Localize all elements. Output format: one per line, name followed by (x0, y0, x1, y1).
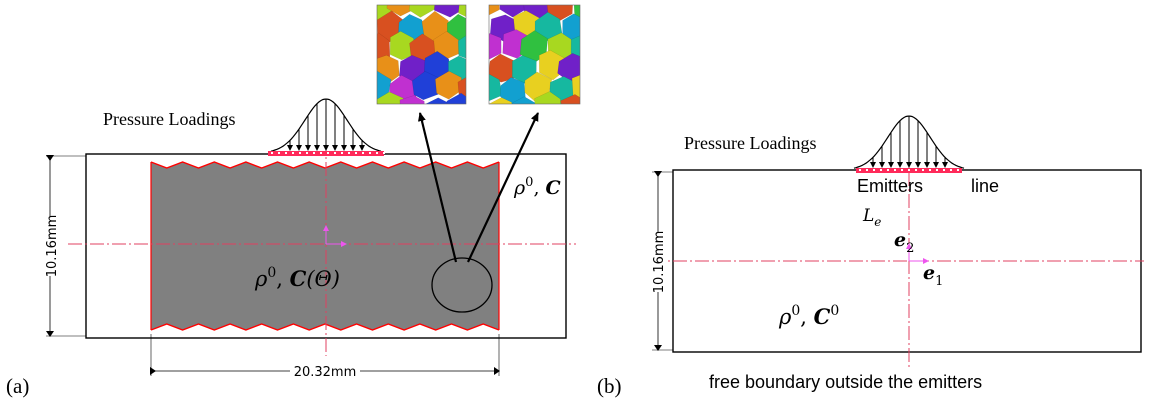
pressure-loadings-label: Pressure Loadings (103, 109, 235, 129)
pointer-arrow-right (467, 112, 539, 263)
free-boundary-caption: free boundary outside the emitters (709, 372, 982, 392)
grain-cell (582, 9, 612, 38)
emitter-dot (943, 169, 945, 171)
jagged-top-edge (150, 161, 500, 169)
grain-cell (573, 5, 580, 19)
height-dimension-label: 10.16mm (45, 215, 60, 278)
emitter-dot (292, 152, 294, 154)
outer-material-label: ρ0, C (513, 175, 561, 199)
emitter-dot (950, 169, 952, 171)
grain-cell (583, 50, 611, 80)
grain-cell (571, 74, 580, 100)
emitter-dot (334, 152, 336, 154)
emitter-dot (320, 152, 322, 154)
emitter-dot (880, 169, 882, 171)
emitter-dots-b (856, 168, 962, 173)
panel-b: Pressure Loadings Emitters line Le e2 e1… (597, 115, 1144, 398)
e2-label: e2 (894, 229, 914, 256)
emitter-dot (299, 152, 301, 154)
width-dimension-label: 20.32mm (294, 365, 357, 380)
panel-a: Pressure Loadings ρ0, C ρ0, C(Θ) (6, 4, 612, 398)
grain-cell (499, 5, 525, 18)
emitter-dot (376, 152, 378, 154)
emitter-dot (957, 169, 959, 171)
jagged-bottom-edge (150, 323, 500, 331)
emitter-dot (922, 169, 924, 171)
le-label: Le (862, 206, 881, 229)
emitter-dot (936, 169, 938, 171)
grain-cell (534, 91, 561, 104)
grain-cell (560, 94, 580, 104)
grain-cell (457, 35, 466, 59)
pressure-load-arrows-b (870, 116, 948, 168)
grain-cell (446, 92, 466, 104)
grain-cell (489, 73, 503, 102)
grain-cell (585, 97, 612, 127)
emitter-dot (894, 169, 896, 171)
e1-label: e1 (923, 262, 943, 289)
panel-a-tag: (a) (6, 374, 29, 398)
emitter-dot (866, 169, 868, 171)
emitter-dot (859, 169, 861, 171)
pointer-arrow-left (417, 112, 458, 263)
emitter-dots (268, 151, 385, 156)
emitter-dot (327, 152, 329, 154)
emitter-dot (341, 152, 343, 154)
height-dimension-b: 10.16mm (646, 171, 673, 351)
emitter-dot (355, 152, 357, 154)
emitter-dot (901, 169, 903, 171)
grain-cell (389, 31, 417, 61)
emitter-dot (929, 169, 931, 171)
grain-cell (489, 5, 500, 16)
emitter-dot (915, 169, 917, 171)
grain-cell (386, 5, 413, 17)
grain-cell (489, 32, 502, 60)
height-dimension: 10.16mm (40, 155, 86, 337)
polycrystal-region (151, 162, 499, 330)
microstructure-image-1 (376, 4, 467, 105)
width-dimension: 20.32mm (150, 334, 500, 380)
emitter-line (268, 151, 384, 156)
grain-cell (499, 77, 526, 104)
grain-cell (408, 5, 436, 18)
emitter-dot (313, 152, 315, 154)
pressure-loadings-label-b: Pressure Loadings (684, 133, 816, 153)
emitter-dot (908, 169, 910, 171)
material-label-b: ρ0, C0 (778, 303, 839, 329)
emitters-label: Emitters (857, 176, 923, 196)
grain-cell (377, 91, 404, 104)
emitter-dot (873, 169, 875, 171)
pressure-load-arrows (287, 99, 365, 151)
emitter-dot (887, 169, 889, 171)
line-label: line (971, 176, 999, 196)
emitter-dot (362, 152, 364, 154)
emitter-dot (306, 152, 308, 154)
emitter-dot (383, 152, 385, 154)
panel-b-tag: (b) (597, 374, 622, 398)
grain-cell (458, 5, 466, 18)
grain-cell (512, 96, 538, 104)
emitter-dot (369, 152, 371, 154)
inner-material-label: ρ0, C(Θ) (254, 265, 340, 291)
grain-cell (399, 95, 425, 104)
rve-circle (431, 257, 493, 313)
emitter-dot (271, 152, 273, 154)
height-dimension-label-b: 10.16mm (652, 231, 667, 294)
grain-cell (489, 97, 513, 104)
microstructure-image-2 (488, 4, 612, 127)
emitter-dot (278, 152, 280, 154)
grain-cell (570, 35, 580, 60)
emitter-dot (348, 152, 350, 154)
grain-cell (435, 70, 462, 100)
emitter-dot (285, 152, 287, 154)
grain-cell (433, 5, 463, 18)
